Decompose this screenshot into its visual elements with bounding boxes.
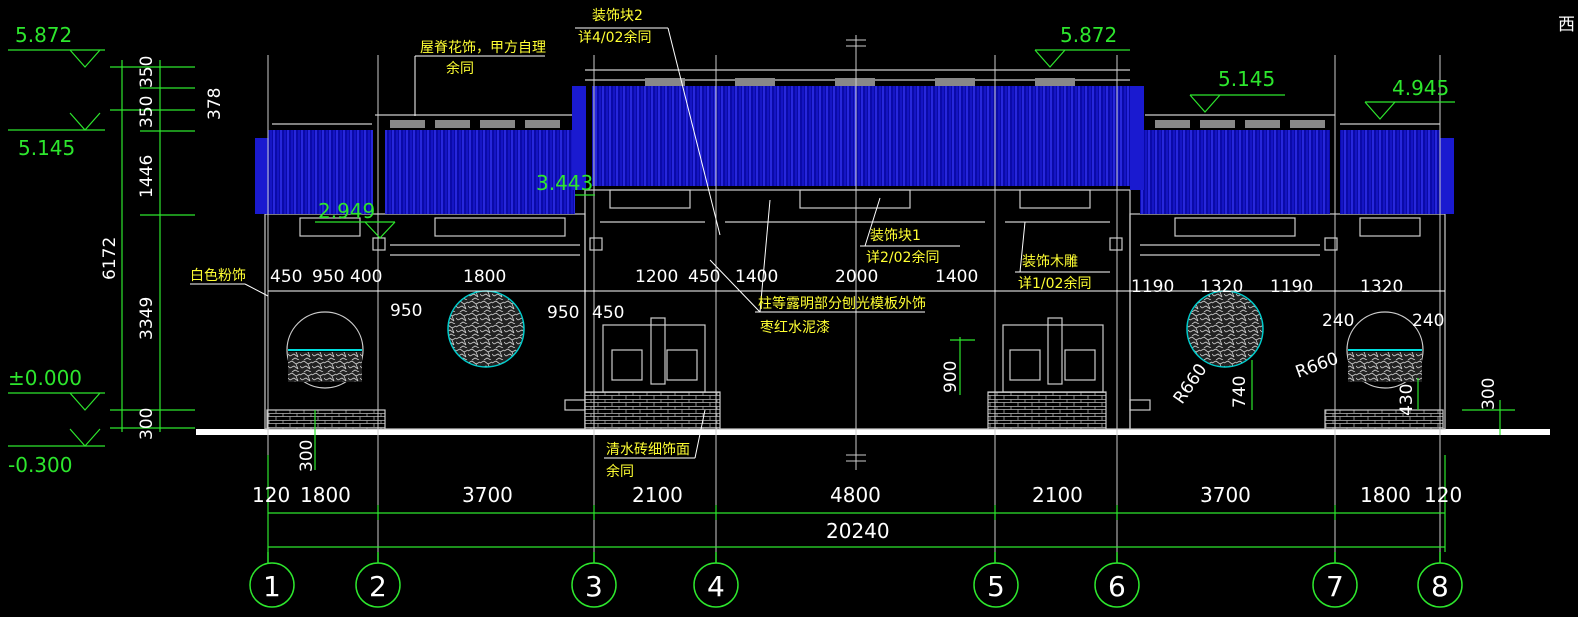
- vdim-1446: 1446: [137, 155, 157, 198]
- note-column-2: 枣红水泥漆: [760, 320, 830, 336]
- odim: 400: [350, 267, 382, 287]
- odim: 1800: [463, 267, 506, 287]
- roof-tiles: [255, 86, 1454, 214]
- elevation-center-top: 5.872: [1060, 23, 1117, 47]
- axis-dim: 2100: [632, 483, 683, 507]
- ridge-ornaments: [390, 78, 1325, 128]
- note-deco2-2: 详4/02余同: [578, 29, 651, 46]
- vdim-350-second: 350: [137, 96, 157, 128]
- axis-dim: 120: [1424, 483, 1462, 507]
- note-brick-1: 清水砖细饰面: [606, 442, 690, 458]
- note-wood-1: 装饰木雕: [1022, 254, 1078, 270]
- vdim-740: 740: [1230, 376, 1250, 408]
- axis-label-6: 6: [1108, 570, 1126, 603]
- odim: 450: [270, 267, 302, 287]
- odim: 240: [1322, 311, 1354, 331]
- axis-dim: 120: [252, 483, 290, 507]
- ground-line: [196, 429, 1550, 435]
- axis-label-5: 5: [987, 570, 1005, 603]
- odim: 1320: [1360, 277, 1403, 297]
- note-deco2-1: 装饰块2: [592, 8, 643, 24]
- note-ridge-1: 屋脊花饰，甲方自理: [420, 40, 546, 56]
- elevation-center-eave: 3.443: [536, 171, 593, 195]
- elevation-ground: -0.300: [8, 453, 72, 477]
- vdim-300-right: 300: [1479, 378, 1499, 410]
- vdim-3349: 3349: [137, 297, 157, 340]
- axis-dim: 1800: [300, 483, 351, 507]
- odim: 950: [312, 267, 344, 287]
- odim: 1200: [635, 267, 678, 287]
- axis-lines: [267, 35, 1441, 560]
- odim: 450: [592, 303, 624, 323]
- odim: 240: [1412, 311, 1444, 331]
- radius-left: R660: [1170, 360, 1212, 408]
- odim: 1400: [935, 267, 978, 287]
- axis-label-4: 4: [707, 570, 725, 603]
- elevation-zero: ±0.000: [8, 366, 82, 390]
- axis-label-3: 3: [585, 570, 603, 603]
- axis-label-7: 7: [1326, 570, 1344, 603]
- note-wood-2: 详1/02余同: [1018, 275, 1091, 292]
- elevation-right-mid: 5.145: [1218, 67, 1275, 91]
- axis-dim: 4800: [830, 483, 881, 507]
- note-ridge-2: 余同: [446, 60, 474, 77]
- elevation-right-end: 4.945: [1392, 76, 1449, 100]
- odim: 1190: [1131, 277, 1174, 297]
- note-white-paint: 白色粉饰: [190, 267, 246, 284]
- note-brick-2: 余同: [606, 463, 634, 480]
- vdim-900: 900: [941, 361, 961, 393]
- axis-label-1: 1: [263, 570, 281, 603]
- note-deco1-2: 详2/02余同: [866, 249, 939, 266]
- dimension-lines: [110, 60, 1515, 552]
- elevation-top-left: 5.872: [15, 23, 72, 47]
- elevation-markers: [8, 49, 1455, 447]
- odim: 1320: [1200, 277, 1243, 297]
- axis-label-2: 2: [369, 570, 387, 603]
- odim: 950: [547, 303, 579, 323]
- vdim-350-top: 350: [137, 56, 157, 88]
- note-deco1-1: 装饰块1: [870, 228, 921, 244]
- axis-dim: 1800: [1360, 483, 1411, 507]
- axis-bubbles: [249, 552, 1463, 608]
- note-column-1: 柱等露明部分刨光模板外饰: [758, 295, 926, 312]
- axis-dim: 2100: [1032, 483, 1083, 507]
- vdim-6172: 6172: [100, 237, 120, 280]
- axis-dim: 3700: [462, 483, 513, 507]
- axis-label-8: 8: [1431, 570, 1449, 603]
- vdim-378: 378: [205, 88, 225, 120]
- corner-char: 西: [1558, 15, 1575, 35]
- axis-dim: 3700: [1200, 483, 1251, 507]
- elevation-left-eave: 2.949: [318, 199, 375, 223]
- odim: 950: [390, 301, 422, 321]
- odim: 1190: [1270, 277, 1313, 297]
- odim: 2000: [835, 267, 878, 287]
- vdim-300-left: 300: [137, 408, 157, 440]
- elevation-left-mid: 5.145: [18, 136, 75, 160]
- vdim-430: 430: [1397, 384, 1417, 416]
- radius-right: R660: [1293, 349, 1341, 383]
- total-dim: 20240: [826, 519, 890, 543]
- vdim-300-under: 300: [297, 440, 317, 472]
- odim: 1400: [735, 267, 778, 287]
- building-structure: [264, 69, 1446, 430]
- leader-lines: [190, 27, 1110, 459]
- round-windows: [286, 290, 1424, 389]
- odim: 450: [688, 267, 720, 287]
